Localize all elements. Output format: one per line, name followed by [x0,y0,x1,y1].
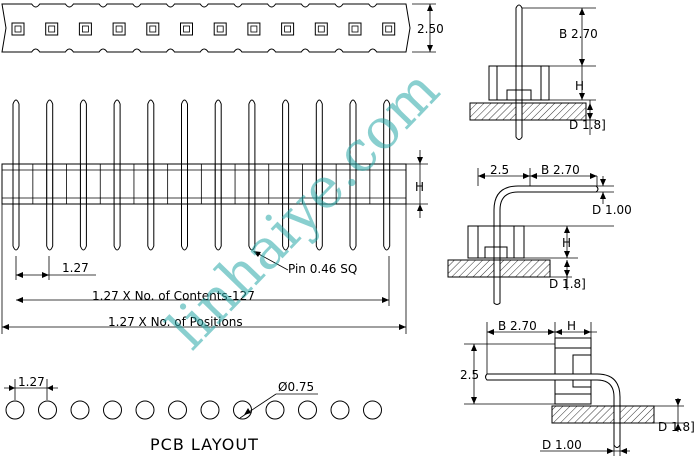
top-view-height-label: 2.50 [417,22,444,36]
straight-h-label: H [575,79,584,93]
pcb-hole [103,400,122,420]
top-pin-square-inner [385,25,393,33]
front-pin [214,99,222,251]
front-pin [79,99,87,251]
pcb-hole [135,400,155,420]
top-pin-square-inner [183,25,190,33]
pin-size-note: Pin 0.46 SQ [288,262,357,276]
pcb-hole [265,400,285,420]
top-pin-square-inner [284,25,292,33]
side-view-right-angle-2: B 2.70 H 2.5 D 1.8] D 1.00 [460,319,695,456]
side-view-right-angle-1: 2.5 B 2.70 D 1.00 H D 1.8] [447,163,632,305]
ra2-d-bottom-label: D 1.00 [542,438,582,452]
front-pin [315,99,323,251]
pcb-pitch-label: 1.27 [18,375,45,389]
ra1-d-bottom-label: D 1.8] [549,277,586,291]
front-pin [282,99,290,251]
watermark: linhaiye.com [155,58,452,362]
ra1-b-label: B 2.70 [541,163,580,177]
top-pin-square-inner [82,25,89,33]
front-pin [113,99,121,251]
top-pin-square-inner [317,25,325,33]
top-view-pin-squares [11,22,396,36]
front-pin [349,99,357,251]
front-pin [181,99,188,251]
top-pin-square [382,22,396,36]
pcb-hole-label: Ø0.75 [278,380,314,394]
pcb-hole [200,400,220,420]
pcb-hole [38,400,57,420]
front-pin [12,99,20,251]
front-view-body [1,163,407,205]
front-pin [46,99,54,251]
pcb-hole [298,400,317,420]
top-pin-square [348,22,362,36]
top-pin-square [281,22,295,36]
top-pin-square [11,22,25,36]
top-view: 2.50 [1,3,444,53]
ra2-h-label: H [567,319,576,333]
pcb-hole [330,400,350,420]
front-pitch-label: 1.27 [62,261,89,275]
dim-positions-label: 1.27 X No. of Positions [108,315,243,329]
top-pin-square [112,22,126,36]
front-pin [147,99,155,251]
pcb-hole [363,400,382,420]
pcb-hole [168,400,187,420]
front-view-pins [12,99,391,251]
top-pin-square [247,22,261,36]
pcb-layout: 1.27 Ø0.75 PCB LAYOUT [4,375,382,454]
top-pin-square-inner [115,25,123,33]
top-view-body [1,3,411,53]
top-pin-square-inner [250,25,258,33]
side-view-straight: B 2.70 H D 1.8] [469,4,606,140]
front-h-label: H [415,180,424,194]
ra2-b-label: B 2.70 [498,319,537,333]
dim-contents-label: 1.27 X No. of Contents-127 [92,289,255,303]
straight-d-label: D 1.8] [569,118,606,132]
front-view-dividers [32,164,371,204]
top-pin-square [213,22,227,36]
front-pin [248,99,256,251]
top-pin-square-inner [14,25,22,33]
top-pin-square [45,22,59,36]
ra1-a-label: 2.5 [490,163,509,177]
top-pin-square [146,22,160,36]
top-pin-square [180,22,193,36]
top-pin-square [78,22,92,36]
pcb-hole [70,400,90,420]
ra2-d-right-label: D 1.8] [658,420,695,434]
front-view-pin-body-segments [12,164,391,204]
pcb-hole [5,400,25,420]
pcb-holes [5,400,382,420]
ra1-h-label: H [562,236,571,250]
top-pin-square [314,22,328,36]
pcb-layout-title: PCB LAYOUT [150,435,259,454]
ra1-d-top-label: D 1.00 [592,203,632,217]
front-pin [383,99,391,251]
top-pin-square-inner [48,25,56,33]
ra2-a-label: 2.5 [460,368,479,382]
top-pin-square-inner [216,25,224,33]
straight-b-label: B 2.70 [559,27,598,41]
front-view: H 1.27 Pin 0.46 SQ 1.27 X No. of Content… [1,99,428,334]
top-pin-square-inner [351,25,359,33]
top-pin-square-inner [149,25,157,33]
